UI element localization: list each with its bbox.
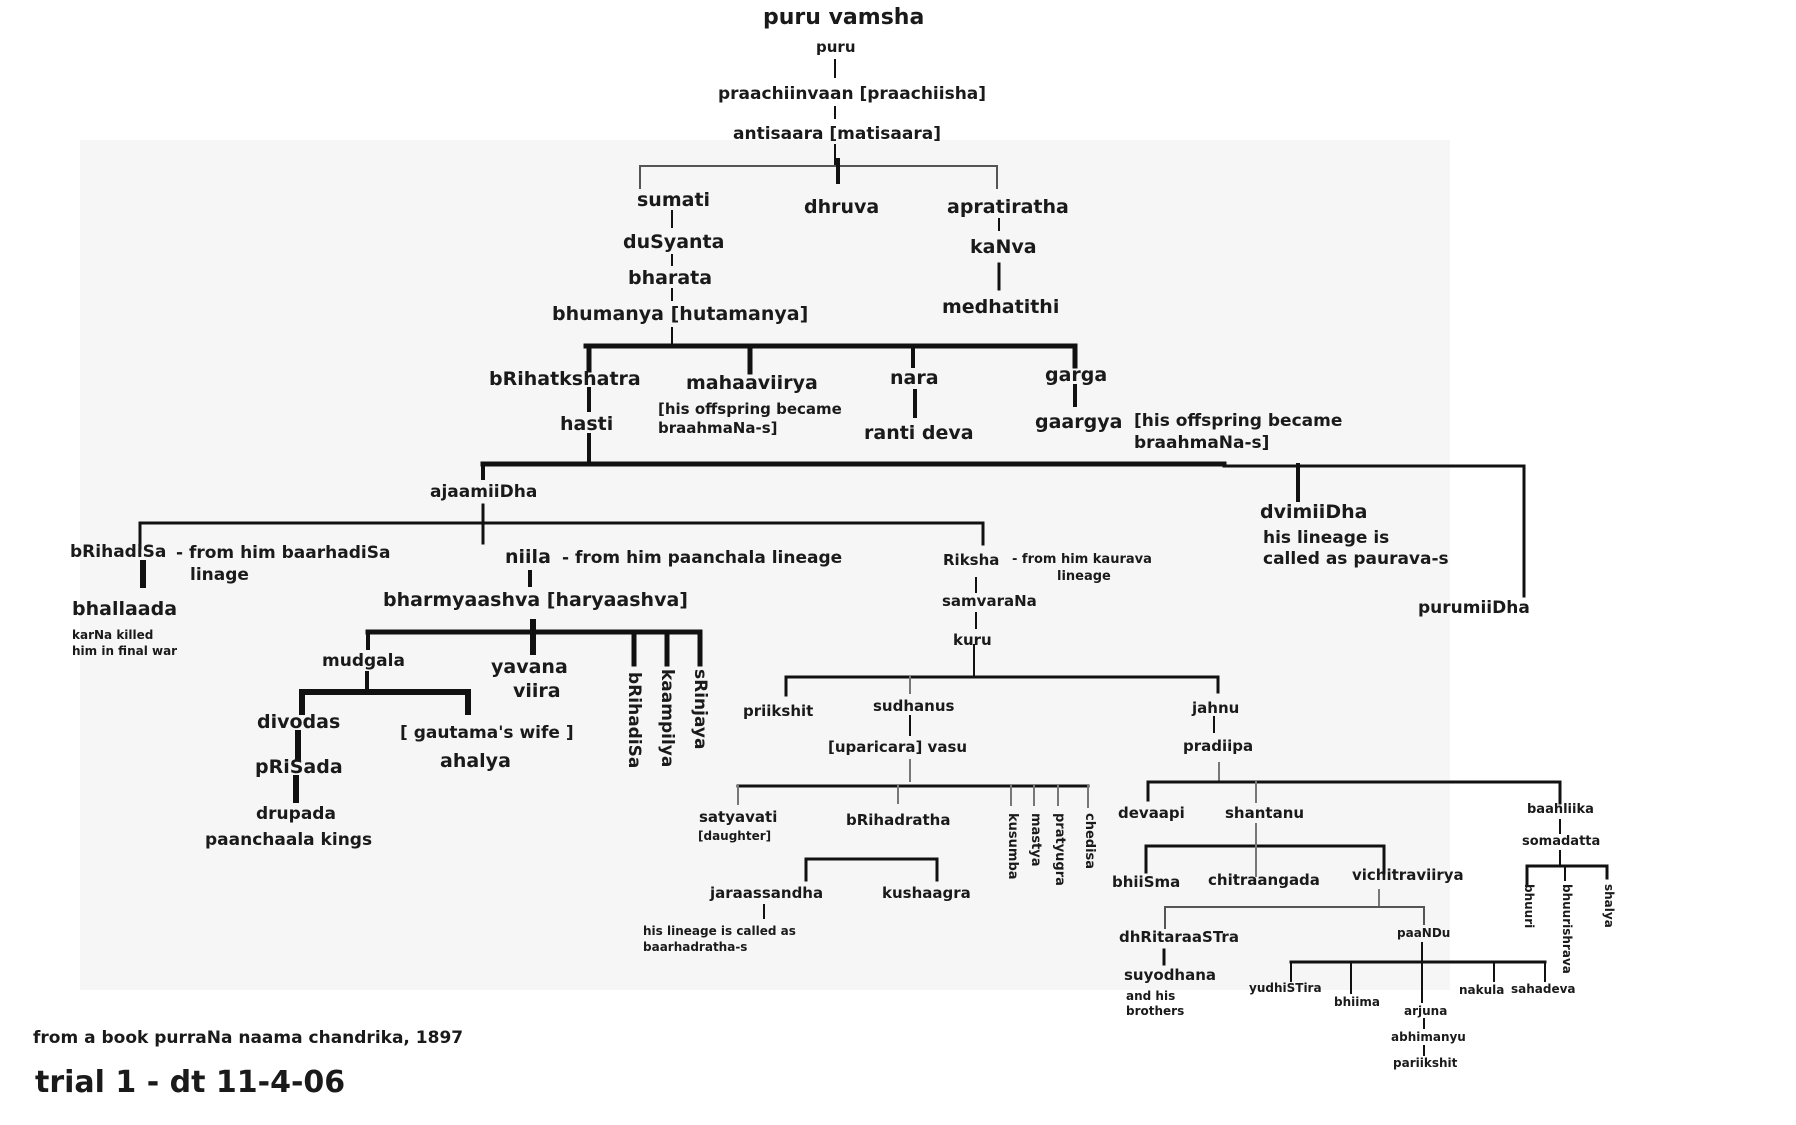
node-dhritaraastra: dhRitaraaSTra: [1119, 928, 1239, 946]
trial-label: trial 1 - dt 11-4-06: [35, 1065, 346, 1100]
note-dvimiidha-line2: called as paurava-s: [1263, 549, 1449, 569]
note-bhallaada-line2: him in final war: [72, 644, 178, 658]
node-abhimanyu: abhimanyu: [1391, 1030, 1466, 1044]
node-kaampilya: kaampilya: [657, 669, 677, 768]
node-devaapi: devaapi: [1118, 804, 1185, 822]
node-arjuna: arjuna: [1404, 1004, 1448, 1018]
node-brihadisa: bRihadiSa: [70, 542, 167, 562]
note-bhallaada-line1: karNa killed: [72, 628, 154, 642]
node-sudhanus: sudhanus: [873, 697, 955, 715]
node-pratyugra: pratyugra: [1052, 813, 1067, 886]
node-riksha: Riksha: [943, 551, 1000, 569]
node-kushaagra: kushaagra: [882, 884, 971, 902]
node-samvarana: samvaraNa: [942, 592, 1037, 610]
chart-background: [80, 140, 1450, 990]
node-somadatta: somadatta: [1522, 834, 1601, 849]
node-suyodhana: suyodhana: [1124, 966, 1217, 984]
source-citation: from a book purraNa naama chandrika, 189…: [33, 1028, 464, 1048]
node-niila: niila: [505, 546, 551, 568]
node-dhruva: dhruva: [804, 196, 880, 218]
note-jaraassandha-line2: baarhadratha-s: [643, 940, 748, 954]
node-srinjaya: sRinjaya: [690, 669, 710, 750]
note-dvimiidha-line1: his lineage is: [1263, 528, 1390, 548]
node-ahalya: ahalya: [440, 750, 511, 772]
node-dusyanta: duSyanta: [623, 231, 725, 253]
node-bhiima: bhiima: [1334, 995, 1380, 1009]
node-prisada: pRiSada: [255, 756, 343, 778]
note-riksha-line2: lineage: [1057, 569, 1111, 584]
node-bharmyaashva: bharmyaashva [haryaashva]: [383, 589, 688, 611]
note-gaargya-line1: [his offspring became: [1134, 411, 1343, 431]
note-gaargya-line2: braahmaNa-s]: [1134, 433, 1270, 453]
node-chedisa: chedisa: [1082, 813, 1097, 870]
note-suyodhana-line2: brothers: [1126, 1004, 1185, 1018]
node-divodas: divodas: [257, 711, 341, 733]
note-niila: - from him paanchala lineage: [562, 548, 843, 568]
node-jahnu: jahnu: [1192, 699, 1240, 717]
node-medhatithi: medhatithi: [942, 296, 1060, 318]
node-brihatkshatra: bRihatkshatra: [489, 368, 641, 390]
note-daughter: [daughter]: [698, 829, 772, 843]
node-kusumba: kusumba: [1005, 813, 1020, 880]
note-jaraassandha-line1: his lineage is called as: [643, 924, 796, 938]
node-yavana: yavana: [491, 656, 568, 678]
node-shalya: shalya: [1602, 884, 1616, 928]
node-hasti: hasti: [560, 413, 614, 435]
node-puru: puru: [816, 38, 856, 56]
node-brihadratha: bRihadratha: [846, 811, 951, 829]
note-riksha-line1: - from him kaurava: [1012, 552, 1152, 567]
node-vichitraviirya: vichitraviirya: [1352, 866, 1464, 884]
node-yudhistira: yudhiSTira: [1249, 981, 1322, 995]
node-garga: garga: [1045, 364, 1108, 386]
node-purumiidha: purumiiDha: [1418, 598, 1530, 618]
node-dvimiidha: dvimiiDha: [1260, 501, 1368, 523]
node-uparicara-vasu: [uparicara] vasu: [828, 738, 968, 756]
node-bhiisma: bhiiSma: [1112, 873, 1181, 891]
node-kuru: kuru: [953, 631, 992, 649]
node-bharata: bharata: [628, 267, 713, 289]
node-bhuurishrava: bhuurishrava: [1560, 884, 1574, 974]
node-apratiratha: apratiratha: [947, 196, 1069, 218]
node-ranti-deva: ranti deva: [864, 422, 974, 444]
node-praachiinvaan: praachiinvaan [praachiisha]: [718, 84, 987, 104]
node-nara: nara: [890, 367, 939, 389]
node-brihadisa-vertical: bRihadiSa: [624, 672, 644, 769]
node-pariikshit: pariikshit: [1393, 1056, 1458, 1070]
node-paandu: paaNDu: [1397, 926, 1451, 940]
node-jaraassandha: jaraassandha: [710, 884, 824, 902]
note-brihadisa-line1: - from him baarhadiSa: [176, 543, 391, 563]
node-bhumanya: bhumanya [hutamanya]: [552, 303, 809, 325]
node-chitraangada: chitraangada: [1208, 871, 1320, 889]
node-viira: viira: [513, 680, 561, 702]
node-drupada: drupada: [256, 804, 336, 824]
note-mahaaviirya-line2: braahmaNa-s]: [658, 419, 778, 437]
node-pradiipa: pradiipa: [1183, 737, 1254, 755]
node-mahaaviirya: mahaaviirya: [686, 372, 818, 394]
page-title: puru vamsha: [763, 5, 925, 30]
node-mastya: mastya: [1028, 813, 1043, 867]
node-nakula: nakula: [1459, 983, 1505, 997]
node-sahadeva: sahadeva: [1511, 982, 1576, 996]
node-bhuuri: bhuuri: [1522, 884, 1536, 929]
node-gaargya: gaargya: [1035, 411, 1123, 433]
node-mudgala: mudgala: [322, 651, 405, 671]
node-satyavati: satyavati: [699, 808, 778, 826]
node-paanchaala-kings: paanchaala kings: [205, 830, 373, 850]
node-bhallaada: bhallaada: [72, 598, 178, 620]
note-mahaaviirya-line1: [his offspring became: [658, 400, 842, 418]
node-gautamas-wife: [ gautama's wife ]: [400, 723, 574, 743]
note-suyodhana-line1: and his: [1126, 989, 1176, 1003]
node-sumati: sumati: [637, 189, 711, 211]
node-shantanu: shantanu: [1225, 804, 1305, 822]
node-kanva: kaNva: [970, 236, 1037, 258]
node-ajaamiidha: ajaamiiDha: [430, 482, 538, 502]
node-baahliika: baahliika: [1527, 802, 1594, 817]
note-brihadisa-line2: linage: [190, 565, 249, 585]
node-antisaara: antisaara [matisaara]: [733, 124, 941, 144]
node-priikshit: priikshit: [743, 702, 814, 720]
